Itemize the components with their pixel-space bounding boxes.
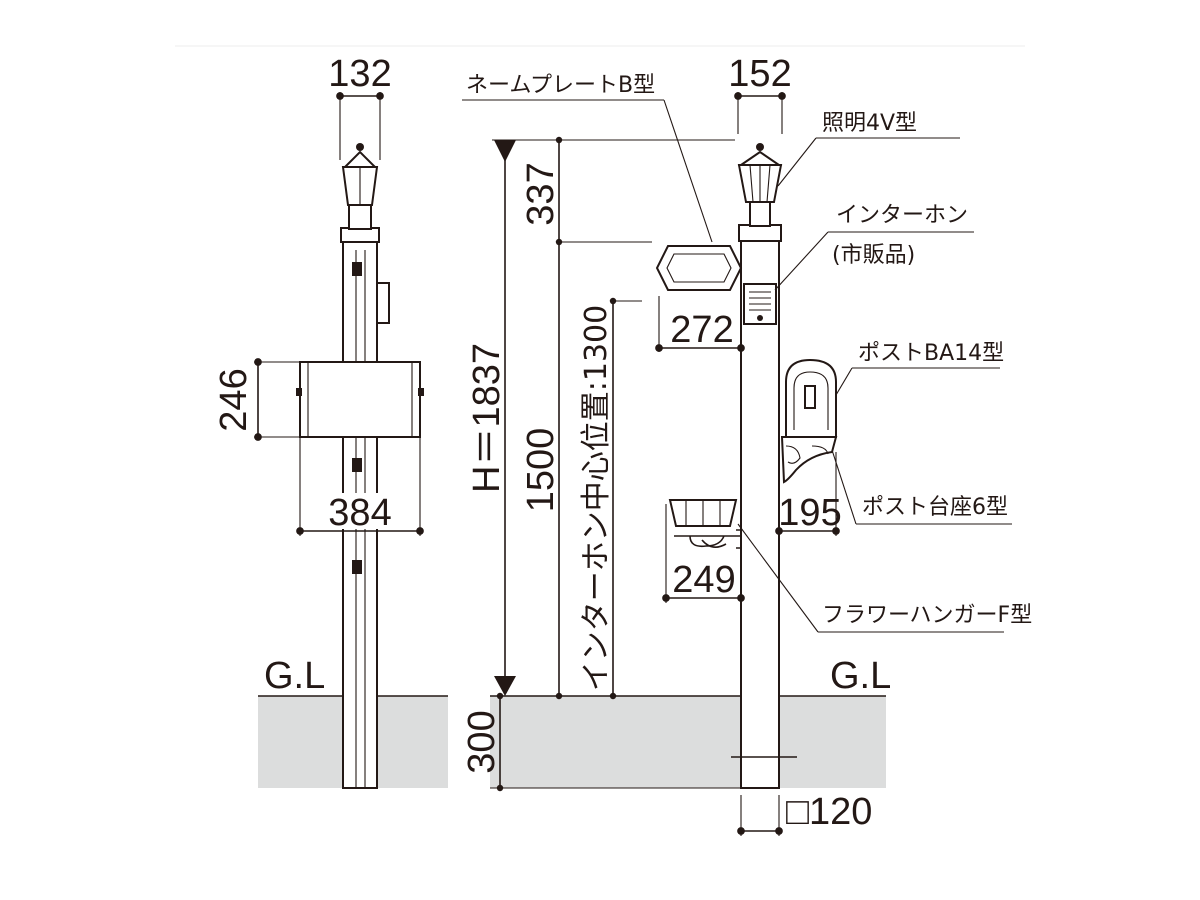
post-base-scroll-2 [811, 445, 829, 455]
label-nameplate: ネームプレートB型 [466, 73, 655, 98]
label-lighting: 照明4V型 [822, 111, 917, 136]
dim-132: 132 [328, 53, 391, 95]
dim-h-arrow-top [494, 140, 516, 162]
dim-152: 152 [728, 53, 791, 95]
callout-intercom-leader [774, 231, 829, 291]
side-intercom [376, 282, 390, 324]
label-intercom-note: (市販品) [832, 243, 915, 268]
gl-label-right: G.L [830, 655, 891, 697]
dim-272: 272 [670, 309, 733, 351]
callout-nameplate-leader [663, 99, 713, 243]
dim-384-bg [322, 493, 398, 529]
front-post [740, 239, 780, 789]
dim-249: 249 [672, 559, 735, 601]
front-lamp-frame-2 [749, 164, 754, 203]
side-post-hardware-3 [352, 560, 362, 574]
dim-h-arrow-bottom [494, 676, 516, 696]
callout-post-leader [835, 367, 853, 396]
dim-1500-dot-bottom [555, 692, 563, 700]
gl-label-left: G.L [264, 655, 325, 697]
side-mailbox [299, 361, 421, 438]
dim-246: 246 [213, 368, 255, 431]
post-base-scroll [785, 445, 801, 464]
dim-195: 195 [778, 492, 841, 534]
dim-300-dot-bottom [496, 784, 504, 792]
front-lamp-finial [756, 143, 764, 151]
dim-intercom-center: インターホン中心位置:1300 [579, 305, 614, 691]
dim-384: 384 [328, 492, 391, 534]
label-post-base: ポスト台座6型 [862, 495, 1008, 520]
callouts: ネームプレートB型 照明4V型 インターホン (市販品) ポストBA14型 ポス… [462, 73, 1032, 633]
side-post-hardware [352, 262, 362, 276]
front-lamp-frame-3 [766, 164, 771, 203]
side-lamp-finial [356, 143, 364, 151]
dim-337-dot-top [555, 136, 563, 144]
post-mailbox-slot [804, 385, 816, 409]
dim-120: □120 [786, 791, 872, 833]
side-lamp-roof [342, 150, 378, 168]
side-post-hardware-2 [352, 458, 362, 472]
nameplate [655, 245, 743, 291]
label-post: ポストBA14型 [858, 341, 1004, 366]
post-mailbox-flap [793, 371, 829, 430]
side-view: 132 246 384 G.L [213, 53, 424, 789]
side-post-cap [340, 227, 380, 243]
front-lamp-roof [737, 150, 783, 166]
label-flower-hanger: フラワーハンガーF型 [822, 603, 1032, 628]
dim-h-1837: H＝1837 [466, 343, 508, 493]
flower-hanger-mount [736, 529, 742, 549]
dim-1300-dot-bottom [609, 692, 617, 700]
dim-1500: 1500 [520, 428, 562, 513]
front-post-cap [738, 224, 782, 242]
dim-300: 300 [461, 710, 503, 773]
flower-hanger-bracket [674, 535, 741, 548]
side-mailbox-knob-2 [418, 388, 424, 396]
callout-post-base-leader [831, 449, 857, 525]
post-base-bracket [780, 436, 838, 484]
side-mailbox-knob [296, 388, 302, 396]
label-intercom: インターホン [836, 203, 968, 228]
front-view: 152 H＝1837 337 1500 インターホン中心位置:1300 272 … [461, 53, 891, 836]
side-lamp-base [348, 204, 372, 230]
dim-300-dot-top [496, 692, 504, 700]
nameplate-inner [666, 253, 732, 283]
callout-flower-leader [737, 523, 819, 633]
callout-lighting-leader [777, 137, 817, 187]
front-intercom-button [757, 315, 763, 321]
ground-right [490, 696, 886, 788]
dim-337: 337 [520, 162, 562, 225]
front-lamp-base [749, 201, 771, 227]
